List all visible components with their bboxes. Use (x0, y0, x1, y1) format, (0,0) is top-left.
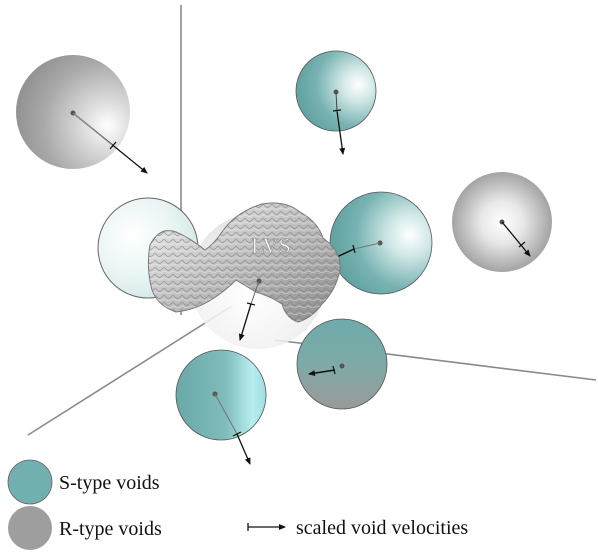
velocity-arrow (336, 110, 346, 155)
s-void-right (325, 191, 433, 295)
legend-arrow: scaled void velocities (247, 517, 468, 539)
s-type-swatch-icon (7, 459, 53, 505)
s-void-bottom-left (175, 349, 267, 465)
velocity-arrow (308, 369, 336, 377)
velocity-arrow (236, 433, 251, 465)
lvs-structure: LVS (147, 202, 341, 341)
s-void-bottom-right (296, 318, 388, 410)
r-void-top-left (16, 55, 148, 174)
y-axis (27, 305, 233, 436)
lvs-label: LVS (251, 233, 291, 258)
legend-s-type: S-type voids (7, 459, 160, 505)
r-void-right (452, 172, 552, 272)
s-void-top (295, 50, 377, 155)
legend-s-label: S-type voids (59, 472, 160, 494)
r-type-swatch-icon (8, 506, 52, 550)
legend-r-type: R-type voids (8, 506, 162, 550)
legend-arrow-label: scaled void velocities (296, 517, 468, 539)
void-center-dot (339, 363, 345, 369)
legend-r-label: R-type voids (59, 518, 162, 540)
legend: S-type voids R-type voids scaled void ve… (7, 459, 468, 550)
velocity-arrow (238, 303, 252, 341)
velocity-arrow (501, 221, 531, 257)
